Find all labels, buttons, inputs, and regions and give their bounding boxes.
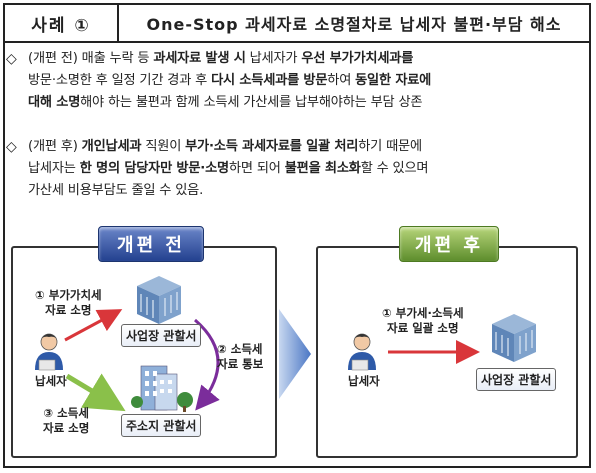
text-seg-bold: 불편을 최소화 [284, 161, 361, 176]
diamond-icon: ◇ [6, 51, 17, 67]
case-frame: 사례 ① One-Stop 과세자료 소명절차로 납세자 불편·부담 해소 [3, 3, 591, 468]
after-step1-line1: ① 부가세·소득세 [382, 306, 464, 320]
before-tag: 개편 전 [98, 226, 204, 262]
text-seg-bold: 개인납세과 [81, 139, 142, 154]
before-diagram-graphics [35, 276, 220, 412]
after-taxpayer-label: 납세자 [348, 374, 380, 388]
text-seg: 해야 하는 불편과 함께 소득세 가산세를 납부해야하는 부담 상존 [80, 95, 423, 110]
before-taxpayer-label: 납세자 [35, 374, 67, 388]
text-seg-bold: 과세자료 발생 시 [153, 51, 246, 66]
paragraph-after: ◇ (개편 후) 개인납세과 직원이 부가·소득 과세자료를 일괄 처리하기 때… [6, 136, 578, 202]
address-office-building-icon [131, 365, 193, 412]
text-seg: 직원이 [141, 139, 186, 154]
before-step3-line2: 자료 소명 [43, 421, 90, 435]
text-seg-bold: 한 명의 담당자만 방문·소명 [79, 161, 229, 176]
text-seg: (개편 후) [28, 139, 82, 154]
paragraph-before: ◇ (개편 전) 매출 누락 등 과세자료 발생 시 납세자가 우선 부가가치세… [6, 48, 578, 114]
person-icon [35, 333, 63, 371]
text-seg: 하기 때문에 [358, 139, 422, 154]
after-business-office-label: 사업장 관할서 [476, 368, 557, 391]
text-seg-bold: 부가·소득 과세자료를 일괄 처리 [185, 139, 359, 154]
case-label: 사례 ① [5, 5, 119, 41]
text-seg: 하여 [327, 73, 356, 88]
office-building-icon [492, 314, 536, 362]
purple-arrow [194, 318, 220, 411]
person-icon [348, 333, 376, 371]
paragraph-before-text: (개편 전) 매출 누락 등 과세자료 발생 시 납세자가 우선 부가가치세과를… [28, 48, 578, 114]
text-seg-bold: 다시 소득세과를 방문 [211, 73, 328, 88]
before-step2-line2: 자료 통보 [217, 357, 264, 371]
red-arrow [64, 309, 123, 342]
before-step1-line2: 자료 소명 [45, 303, 92, 317]
after-tag: 개편 후 [399, 226, 499, 262]
diamond-icon: ◇ [6, 139, 17, 155]
after-diagram-graphics [348, 314, 536, 371]
business-office-label: 사업장 관할서 [121, 324, 202, 347]
before-step1-line1: ① 부가가치세 [35, 288, 102, 302]
before-step3-label: ③ 소득세 자료 소명 [43, 406, 89, 436]
before-diagram: 개편 전 [11, 226, 277, 458]
text-seg: 하면 되어 [228, 161, 285, 176]
text-seg: 방문·소명한 후 일정 기간 경과 후 [28, 73, 212, 88]
case-header: 사례 ① One-Stop 과세자료 소명절차로 납세자 불편·부담 해소 [5, 5, 589, 43]
text-seg: 할 수 있으며 [360, 161, 429, 176]
green-arrow [65, 373, 126, 412]
address-office-label: 주소지 관할서 [121, 414, 202, 437]
text-seg-bold: 동일한 자료에 [355, 73, 432, 88]
before-step2-label: ② 소득세 자료 통보 [217, 342, 263, 372]
text-seg: (개편 전) 매출 누락 등 [28, 51, 154, 66]
text-seg: 가산세 비용부담도 줄일 수 있음. [28, 183, 204, 198]
after-diagram: 개편 후 ① 부가세·소득세 자료 일괄 소명 납세자 사업장 관할서 [316, 226, 578, 458]
before-step3-line1: ③ 소득세 [43, 406, 89, 420]
before-step2-line1: ② 소득세 [217, 342, 263, 356]
after-step1-label: ① 부가세·소득세 자료 일괄 소명 [382, 306, 464, 336]
text-seg: 납세자는 [28, 161, 80, 176]
before-step1-label: ① 부가가치세 자료 소명 [35, 288, 102, 318]
transition-arrow-icon [279, 309, 311, 399]
after-step1-line2: 자료 일괄 소명 [387, 321, 459, 335]
case-title: One-Stop 과세자료 소명절차로 납세자 불편·부담 해소 [146, 15, 562, 34]
text-seg-bold: 우선 부가가치세과를 [301, 51, 414, 66]
paragraph-after-text: (개편 후) 개인납세과 직원이 부가·소득 과세자료를 일괄 처리하기 때문에… [28, 136, 578, 202]
text-seg-bold: 대해 소명 [28, 95, 81, 110]
office-building-icon [137, 276, 181, 324]
text-seg: 납세자가 [245, 51, 302, 66]
